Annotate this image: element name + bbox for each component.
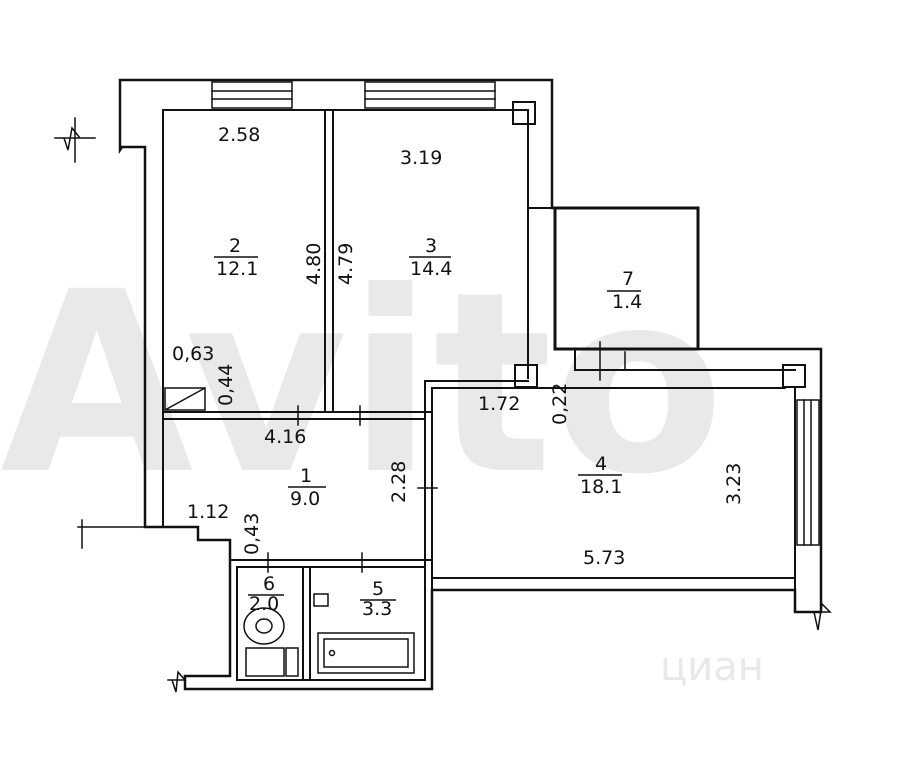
- dimension-labels: 2.58 3.19 4.80 4.79 0,63 0,44 1.72 0,22 …: [172, 124, 745, 569]
- balcony-wall: [553, 206, 700, 351]
- watermark-avito: Avito: [0, 238, 725, 529]
- room-labels: 2 12.1 3 14.4 7 1.4 1 9.0 4 18.1 6 2.0 5…: [214, 235, 642, 620]
- room-area: 9.0: [290, 488, 320, 510]
- watermark-cian: циан: [660, 644, 764, 690]
- room-area: 14.4: [410, 258, 452, 280]
- window-room3: [364, 81, 496, 109]
- room-number: 6: [263, 573, 275, 595]
- dimension-label: 0,43: [241, 513, 263, 555]
- sink-icon: [313, 593, 329, 607]
- room-number: 5: [372, 578, 384, 600]
- room-number: 2: [229, 235, 241, 257]
- dimension-label: 1.72: [478, 393, 520, 415]
- dimension-label: 2.28: [388, 461, 410, 503]
- dimension-label: 2.58: [218, 124, 260, 146]
- break-marks: [54, 117, 832, 693]
- dimension-label: 4.79: [335, 243, 357, 285]
- room-area: 2.0: [249, 593, 279, 615]
- dimension-label: 3.23: [723, 463, 745, 505]
- window-room2: [211, 81, 293, 109]
- room-area: 18.1: [580, 476, 622, 498]
- niche: [163, 386, 207, 412]
- dimension-label: 5.73: [583, 547, 625, 569]
- room-area: 12.1: [216, 258, 258, 280]
- room-area: 1.4: [612, 291, 642, 313]
- window-room4: [796, 399, 820, 546]
- dimension-label: 0,63: [172, 343, 214, 365]
- room-number: 3: [425, 235, 437, 257]
- column-center: [514, 364, 538, 388]
- dimension-label: 0,22: [549, 383, 571, 425]
- watermark: Avito циан: [0, 238, 764, 690]
- room-number: 7: [622, 268, 634, 290]
- dimension-label: 1.12: [187, 501, 229, 523]
- toilet-icon: [243, 607, 299, 677]
- room-area: 3.3: [362, 598, 392, 620]
- balcony-door: [574, 351, 626, 371]
- dimension-label: 3.19: [400, 147, 442, 169]
- dimension-label: 4.80: [303, 243, 325, 285]
- column-right: [782, 364, 806, 388]
- room-number: 4: [595, 453, 607, 475]
- column-top-right: [512, 101, 536, 125]
- dimension-label: 0,44: [215, 364, 237, 406]
- room-number: 1: [300, 465, 312, 487]
- door-marks: [267, 341, 601, 573]
- bathtub-icon: [317, 632, 415, 674]
- dimension-label: 4.16: [264, 426, 306, 448]
